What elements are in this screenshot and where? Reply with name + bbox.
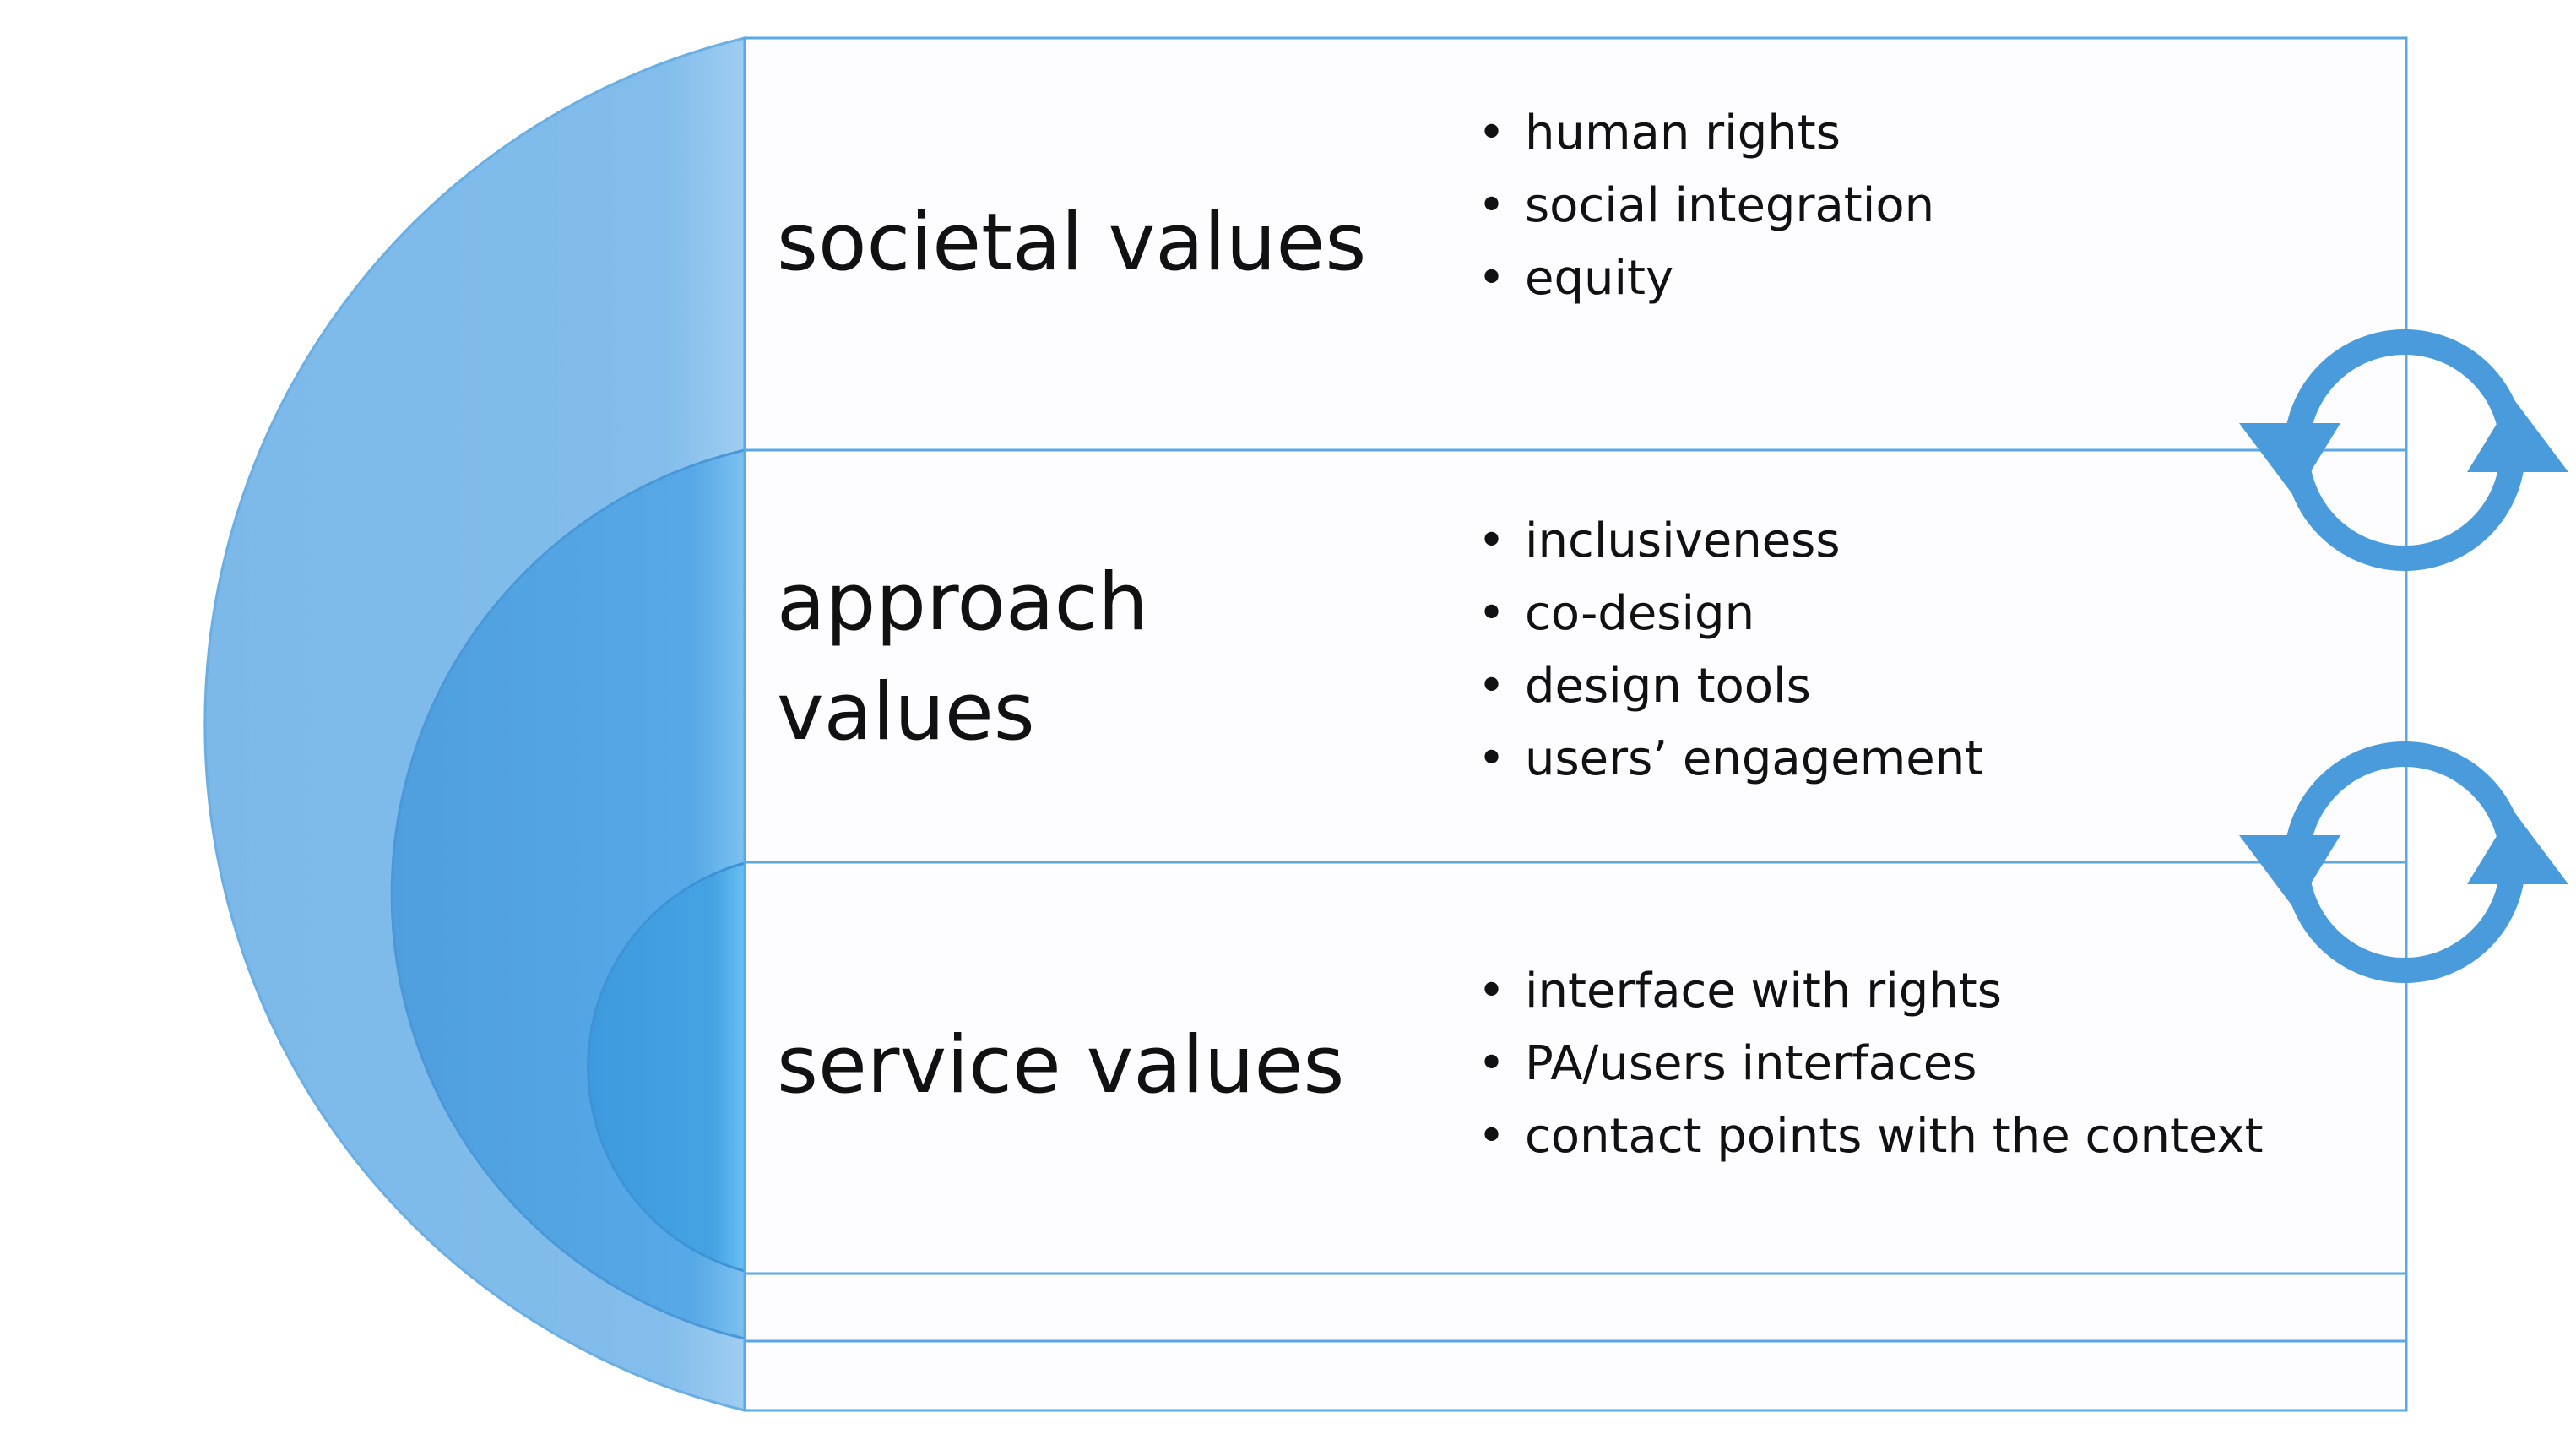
list-item: human rights [1478,97,1934,170]
cycle-arrows-icon [2239,741,2568,983]
approach-values-title-line-1: approach [777,557,1148,649]
inner-layer-arc [587,861,746,1273]
cycle-arrows-icon [2239,329,2568,571]
list-item: design tools [1478,650,1983,723]
societal-values-title: societal values [777,197,1367,289]
approach-values-list: inclusiveness co-design design tools use… [1478,505,1983,796]
societal-values-list: human rights social integration equity [1478,97,1934,315]
list-item: social integration [1478,170,1934,242]
approach-values-title-line-2: values [777,666,1035,758]
list-item: co-design [1478,578,1983,650]
list-item: interface with rights [1478,955,2264,1028]
list-item: PA/users interfaces [1478,1028,2264,1100]
list-item: users’ engagement [1478,723,1983,796]
service-values-list: interface with rights PA/users interface… [1478,955,2264,1173]
bottom-band-1 [743,1272,2408,1343]
list-item: inclusiveness [1478,505,1983,578]
bottom-band-2 [743,1339,2408,1412]
service-values-title: service values [777,1019,1345,1111]
list-item: contact points with the context [1478,1100,2264,1173]
list-item: equity [1478,242,1934,315]
